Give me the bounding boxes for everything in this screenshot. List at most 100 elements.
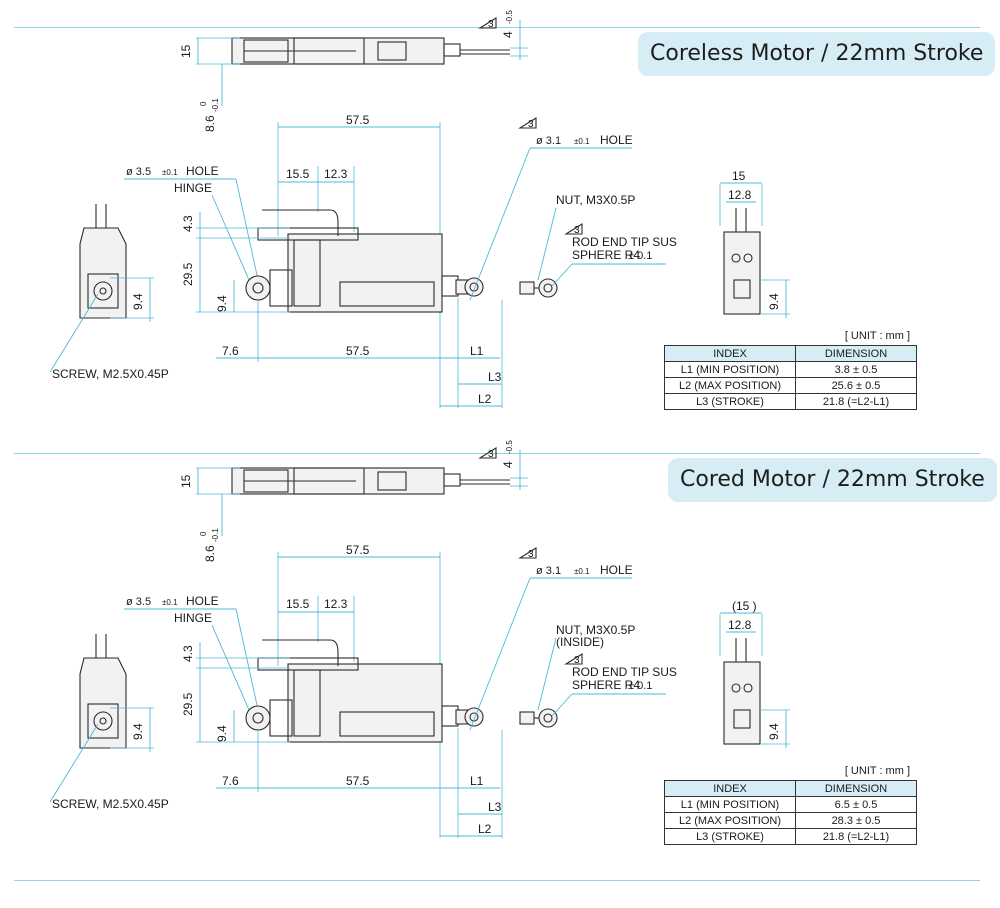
dim-57-5-bottom: 57.5 (346, 344, 370, 358)
end-view-screw-center (99, 717, 107, 725)
nut-sub-label: (INSIDE) (556, 635, 604, 649)
hole-3-1-diameter: ø 3.1 (536, 135, 561, 147)
rod-end-eye (464, 277, 484, 297)
dim-57-5-top: 57.5 (346, 113, 370, 127)
dim-side-15: 15 (732, 169, 746, 183)
actuator-label-panel (339, 711, 435, 737)
table-header-row: INDEX DIMENSION (664, 780, 917, 797)
end-view-housing (79, 227, 127, 319)
tol-8-6-top: 0 (199, 531, 208, 536)
dimension-table: INDEX DIMENSION L1 (MIN POSITION) 6.5 ± … (664, 780, 917, 845)
tol-8-6-bottom: -0.1 (211, 528, 220, 542)
side-view-hole (743, 683, 753, 693)
table-cell: 28.3 ± 0.5 (795, 812, 917, 829)
dim-15-top: 15 (179, 44, 193, 58)
table-row: L1 (MIN POSITION) 3.8 ± 0.5 (664, 361, 917, 378)
table-cell: L2 (MAX POSITION) (664, 377, 796, 394)
side-view-housing (723, 231, 761, 315)
hole-3-1-diameter: ø 3.1 (536, 565, 561, 577)
dim-side-12-8: 12.8 (728, 618, 752, 632)
dim-9-4-side: 9.4 (767, 723, 781, 740)
rod-end-tip (538, 708, 558, 728)
side-view-boss (733, 709, 751, 729)
table-cell: L1 (MIN POSITION) (664, 361, 796, 378)
rod-end-nut (519, 711, 535, 725)
hole-3-1-label: HOLE (600, 133, 633, 147)
dim-L1: L1 (470, 774, 484, 788)
revision-number: 3 (528, 119, 534, 130)
rod-end-tolerance: ± 0.1 (628, 250, 652, 262)
table-row: L2 (MAX POSITION) 28.3 ± 0.5 (664, 812, 917, 829)
revision-triangle-icon (478, 447, 497, 459)
end-view-motor-plate (87, 703, 119, 739)
table-header-index: INDEX (664, 345, 796, 362)
table-cell: 6.5 ± 0.5 (795, 796, 917, 813)
revision-triangle-icon (518, 547, 537, 559)
leader-nut (537, 207, 557, 281)
dim-9-4-end: 9.4 (131, 723, 145, 740)
dim-15-5: 15.5 (286, 597, 310, 611)
top-view-rod-nut (443, 43, 461, 57)
table-row: L3 (STROKE) 21.8 (=L2-L1) (664, 828, 917, 845)
table-cell: L3 (STROKE) (664, 393, 796, 410)
dim-8-6: 8.6 (203, 115, 217, 132)
dim-15-top: 15 (179, 474, 193, 488)
end-view-left: 9.4 SCREW, M2.5X0.45P (49, 634, 169, 811)
rod-end-tip-hole (543, 713, 553, 723)
dim-57-5-bottom: 57.5 (346, 774, 370, 788)
end-view-motor-plate (87, 273, 119, 309)
middle-separator (14, 453, 980, 454)
revision-number: 3 (528, 549, 534, 560)
hinge-hole (252, 712, 264, 724)
top-separator (14, 27, 980, 28)
hinge-bracket (269, 269, 293, 307)
dim-15-5: 15.5 (286, 167, 310, 181)
revision-number: 3 (574, 655, 580, 666)
dim-L2: L2 (478, 392, 492, 406)
table-header-row: INDEX DIMENSION (664, 345, 917, 362)
hole-3-5-label: HOLE (186, 164, 219, 178)
dim-side-12-8: 12.8 (728, 188, 752, 202)
hinge-hole (252, 282, 264, 294)
leader-hinge (211, 624, 257, 727)
end-view-screw (93, 711, 113, 731)
top-view-window (377, 41, 407, 61)
side-view: 15 12.8 9.4 (719, 169, 790, 318)
revision-number: 3 (574, 225, 580, 236)
side-view: (15 ) 12.8 9.4 (719, 599, 790, 748)
screw-label: SCREW, M2.5X0.45P (52, 797, 169, 811)
end-view-left: 9.4 SCREW, M2.5X0.45P (49, 204, 169, 381)
tol-4: -0.5 (505, 440, 514, 454)
rod-end-eye (464, 707, 484, 727)
side-view-hole (731, 683, 741, 693)
dim-8-6: 8.6 (203, 545, 217, 562)
dim-side-15: (15 ) (732, 599, 757, 613)
dim-12-3: 12.3 (324, 597, 348, 611)
dim-L2: L2 (478, 822, 492, 836)
hole-3-1-tolerance: ±0.1 (574, 137, 590, 146)
table-cell: L1 (MIN POSITION) (664, 796, 796, 813)
hole-3-1-tolerance: ±0.1 (574, 567, 590, 576)
nut-label: NUT, M3X0.5P (556, 623, 635, 637)
tol-8-6-bottom: -0.1 (211, 98, 220, 112)
hole-3-5-diameter: ø 3.5 (126, 596, 151, 608)
table-cell: 21.8 (=L2-L1) (795, 828, 917, 845)
dim-L3: L3 (488, 800, 502, 814)
table-row: L1 (MIN POSITION) 6.5 ± 0.5 (664, 796, 917, 813)
dim-9-4-end: 9.4 (131, 293, 145, 310)
dimension-table: INDEX DIMENSION L1 (MIN POSITION) 3.8 ± … (664, 345, 917, 410)
bottom-separator (14, 880, 980, 881)
hinge-label: HINGE (174, 181, 212, 195)
dim-7-6: 7.6 (222, 774, 239, 788)
actuator-body (287, 233, 443, 313)
dim-L3: L3 (488, 370, 502, 384)
table-cell: 3.8 ± 0.5 (795, 361, 917, 378)
connector-block (257, 227, 359, 241)
hole-3-1-label: HOLE (600, 563, 633, 577)
top-view-rod-nut (443, 473, 461, 487)
connector-block (257, 657, 359, 671)
actuator-label-panel (339, 281, 435, 307)
dim-4: 4 (501, 461, 515, 468)
screw-label: SCREW, M2.5X0.45P (52, 367, 169, 381)
table-row: L2 (MAX POSITION) 25.6 ± 0.5 (664, 377, 917, 394)
